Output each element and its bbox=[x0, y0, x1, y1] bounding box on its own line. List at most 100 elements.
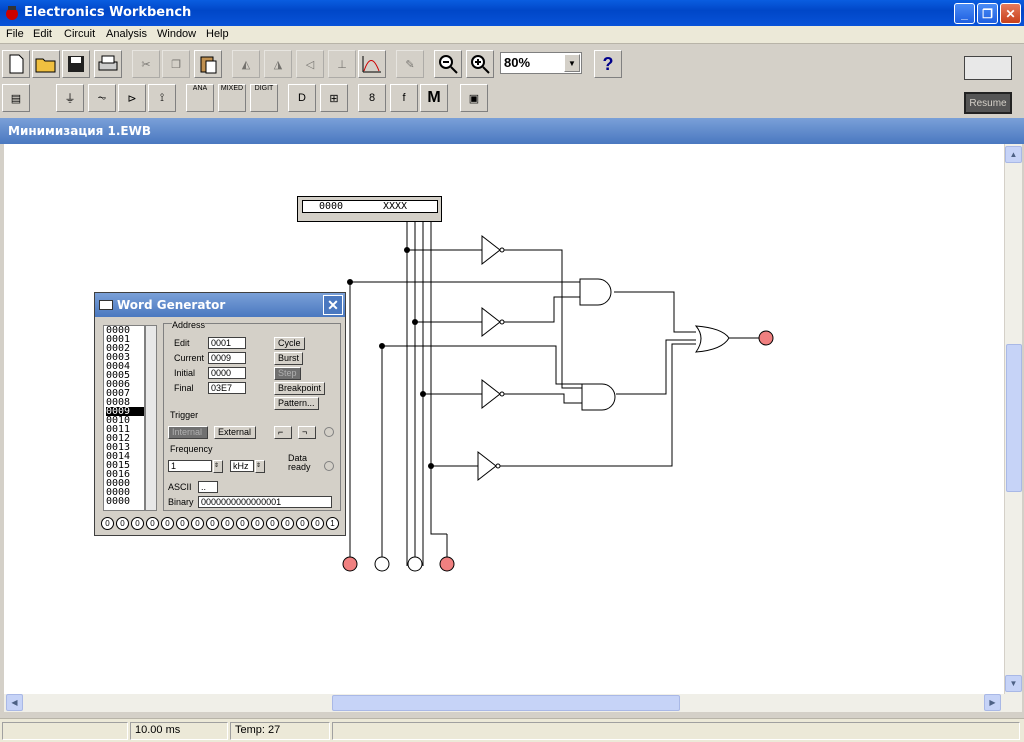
vertical-scrollbar[interactable]: ▲ ▼ bbox=[1004, 144, 1022, 694]
word-list-item[interactable]: 0009 bbox=[106, 407, 144, 417]
minimize-button[interactable]: _ bbox=[954, 3, 975, 24]
pattern-button[interactable]: Pattern... bbox=[274, 397, 319, 410]
word-list-item[interactable]: 0014 bbox=[106, 451, 131, 462]
breakpoint-button[interactable]: Breakpoint bbox=[274, 382, 326, 395]
mixed-ics-icon[interactable]: MIXED bbox=[218, 84, 246, 112]
zoom-in-icon[interactable] bbox=[466, 50, 494, 78]
word-list-item[interactable]: 0000 bbox=[106, 496, 131, 507]
flip-horizontal-icon[interactable]: ◮ bbox=[264, 50, 292, 78]
menu-edit[interactable]: Edit bbox=[33, 28, 52, 40]
word-list-item[interactable]: 0008 bbox=[106, 397, 131, 408]
vertical-scroll-thumb[interactable] bbox=[1006, 344, 1022, 492]
word-list-item[interactable]: 0004 bbox=[106, 361, 131, 372]
new-file-icon[interactable] bbox=[2, 50, 30, 78]
falling-edge-icon[interactable]: ¬ bbox=[298, 426, 316, 439]
graph-icon[interactable] bbox=[358, 50, 386, 78]
status-cell-1 bbox=[2, 722, 128, 740]
instruments-icon[interactable]: ▣ bbox=[460, 84, 488, 112]
logic-gates-icon[interactable]: D bbox=[288, 84, 316, 112]
controls-icon[interactable]: f bbox=[390, 84, 418, 112]
analog-ics-icon[interactable]: ANA bbox=[186, 84, 214, 112]
analyzer-right-value: XXXX bbox=[383, 201, 408, 212]
word-list-item[interactable]: 0005 bbox=[106, 370, 131, 381]
cut-icon[interactable]: ✂ bbox=[132, 50, 160, 78]
menu-file[interactable]: File bbox=[6, 28, 24, 40]
zoom-out-icon[interactable] bbox=[434, 50, 462, 78]
diodes-icon[interactable]: ⊳ bbox=[118, 84, 146, 112]
edit-field[interactable]: 0001 bbox=[208, 337, 246, 349]
close-icon[interactable]: ✕ bbox=[323, 295, 343, 315]
rising-edge-icon[interactable]: ⌐ bbox=[274, 426, 292, 439]
sources-icon[interactable]: ⏚ bbox=[56, 84, 84, 112]
output-terminal: 0 bbox=[101, 517, 114, 530]
frequency-label: Frequency bbox=[170, 444, 213, 454]
unit-stepper[interactable]: ⇕ bbox=[255, 460, 265, 473]
subcircuit-icon[interactable]: ⊥ bbox=[328, 50, 356, 78]
flip-vertical-icon[interactable]: ◁ bbox=[296, 50, 324, 78]
word-list-item[interactable]: 0006 bbox=[106, 379, 131, 390]
rotate-icon[interactable]: ◭ bbox=[232, 50, 260, 78]
internal-trigger-button[interactable]: Internal bbox=[168, 426, 208, 439]
word-list-item[interactable]: 0003 bbox=[106, 352, 131, 363]
scroll-left-icon[interactable]: ◀ bbox=[6, 694, 23, 711]
parts-bin-icon[interactable]: ▤ bbox=[2, 84, 30, 112]
scroll-up-icon[interactable]: ▲ bbox=[1005, 146, 1022, 163]
external-trigger-button[interactable]: External bbox=[214, 426, 256, 439]
scroll-right-icon[interactable]: ▶ bbox=[984, 694, 1001, 711]
frequency-stepper[interactable]: ⇕ bbox=[213, 460, 223, 473]
word-list-item[interactable]: 0002 bbox=[106, 343, 131, 354]
basic-icon[interactable]: ⏦ bbox=[88, 84, 116, 112]
horizontal-scroll-thumb[interactable] bbox=[332, 695, 680, 711]
save-icon[interactable] bbox=[62, 50, 90, 78]
component-properties-icon[interactable]: ✎ bbox=[396, 50, 424, 78]
cycle-button[interactable]: Cycle bbox=[274, 337, 305, 350]
chevron-down-icon[interactable]: ▼ bbox=[564, 54, 580, 72]
zoom-select[interactable]: 80% ▼ bbox=[500, 52, 582, 74]
current-field[interactable]: 0009 bbox=[208, 352, 246, 364]
menu-circuit[interactable]: Circuit bbox=[64, 28, 96, 40]
binary-field[interactable]: 0000000000000001 bbox=[198, 496, 332, 508]
word-list-item[interactable]: 0000 bbox=[106, 487, 131, 498]
word-list-item[interactable]: 0011 bbox=[106, 424, 131, 435]
frequency-field[interactable]: 1 bbox=[168, 460, 212, 472]
menu-help[interactable]: Help bbox=[206, 28, 229, 40]
indicators-icon[interactable]: 8 bbox=[358, 84, 386, 112]
ascii-field[interactable]: .. bbox=[198, 481, 218, 493]
burst-button[interactable]: Burst bbox=[274, 352, 304, 365]
initial-field[interactable]: 0000 bbox=[208, 367, 246, 379]
digital-ics-icon[interactable]: DIGIT bbox=[250, 84, 278, 112]
word-list-item[interactable]: 0000 bbox=[106, 478, 131, 489]
copy-icon[interactable]: ❐ bbox=[162, 50, 190, 78]
word-list-scrollbar[interactable] bbox=[145, 325, 157, 511]
print-icon[interactable] bbox=[94, 50, 122, 78]
word-list-item[interactable]: 0001 bbox=[106, 334, 131, 345]
word-list-item[interactable]: 0013 bbox=[106, 442, 131, 453]
menu-window[interactable]: Window bbox=[157, 28, 197, 40]
output-terminal: 0 bbox=[311, 517, 324, 530]
transistors-icon[interactable]: ⟟ bbox=[148, 84, 176, 112]
close-button[interactable]: ✕ bbox=[1000, 3, 1021, 24]
camera-icon[interactable] bbox=[964, 56, 1012, 80]
scroll-down-icon[interactable]: ▼ bbox=[1005, 675, 1022, 692]
word-list-item[interactable]: 0007 bbox=[106, 388, 131, 399]
step-button[interactable]: Step bbox=[274, 367, 301, 380]
digital-icon[interactable]: ⊞ bbox=[320, 84, 348, 112]
resume-button[interactable]: Resume bbox=[964, 92, 1012, 114]
menu-analysis[interactable]: Analysis bbox=[106, 28, 147, 40]
help-icon[interactable]: ? bbox=[594, 50, 622, 78]
logic-analyzer[interactable]: 0000 XXXX bbox=[297, 196, 442, 222]
word-list-item[interactable]: 0000 bbox=[106, 325, 131, 336]
open-folder-icon[interactable] bbox=[32, 50, 60, 78]
paste-icon[interactable] bbox=[194, 50, 222, 78]
word-list-item[interactable]: 0010 bbox=[106, 415, 131, 426]
frequency-unit-field[interactable]: kHz bbox=[230, 460, 254, 472]
final-field[interactable]: 03E7 bbox=[208, 382, 246, 394]
word-list-item[interactable]: 0012 bbox=[106, 433, 131, 444]
horizontal-scrollbar[interactable]: ◀ ▶ bbox=[4, 694, 1022, 712]
word-list-item[interactable]: 0015 bbox=[106, 460, 131, 471]
restore-button[interactable]: ❐ bbox=[977, 3, 998, 24]
miscellaneous-icon[interactable]: M bbox=[420, 84, 448, 112]
word-list-item[interactable]: 0016 bbox=[106, 469, 131, 480]
